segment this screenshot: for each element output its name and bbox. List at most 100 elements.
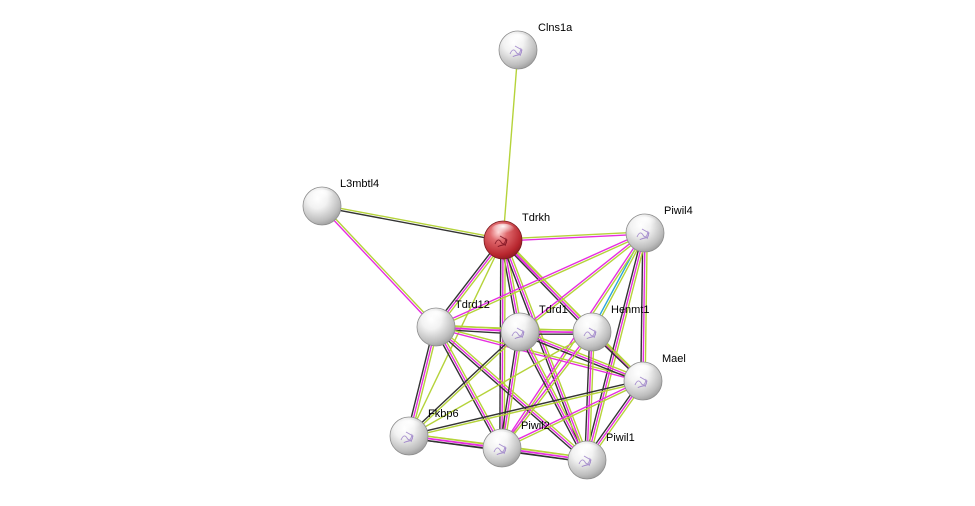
edge-line-experiments (435, 326, 503, 449)
node-highlight (575, 443, 599, 457)
protein-structure-icon (578, 455, 592, 468)
node-piwil2[interactable]: Piwil2 (482, 420, 550, 468)
edge-line-experiments (519, 331, 644, 382)
edge-tdrd12-mael[interactable] (435, 325, 644, 383)
edge-line-coexpression (408, 379, 643, 436)
node-label: Clns1a (538, 22, 573, 34)
edge-line-experiments (501, 379, 643, 448)
node-label: Fkbp6 (428, 408, 459, 420)
edge-line-coexpression (500, 241, 591, 335)
node-l3mbtl4[interactable]: L3mbtl4 (302, 178, 379, 226)
node-highlight (424, 310, 448, 324)
edge-line-experiments (519, 331, 588, 461)
edge-tdrkh-fkbp6[interactable] (408, 239, 504, 437)
node-label: Tdrd1 (539, 304, 568, 316)
node-label: Tdrd12 (455, 299, 490, 311)
protein-structure-icon (400, 431, 414, 444)
node-label: Piwil4 (664, 205, 693, 217)
edge-line-textmining (502, 381, 644, 450)
node-label: Mael (662, 353, 686, 365)
edge-line-textmining (502, 332, 594, 450)
node-label: Piwil1 (606, 432, 635, 444)
edge-line-coexpression (321, 206, 503, 242)
node-label: Piwil2 (521, 420, 550, 432)
edge-clns1a-tdrkh[interactable] (502, 49, 519, 241)
edge-line-textmining (520, 329, 645, 380)
protein-structure-icon (509, 45, 523, 58)
edges-layer (320, 49, 648, 463)
edge-line-textmining (408, 331, 593, 437)
edge-line-textmining (409, 381, 644, 438)
edge-line-experiments (435, 231, 645, 327)
edge-line-coexpression (584, 232, 644, 460)
edge-line-textmining (588, 233, 648, 461)
node-label: L3mbtl4 (340, 178, 379, 190)
edge-line-textmining (521, 330, 590, 460)
edge-tdrd12-piwil2[interactable] (433, 325, 505, 450)
edge-line-coexpression (407, 330, 520, 436)
edge-mael-piwil2[interactable] (501, 379, 644, 450)
node-label: Henmt1 (611, 304, 650, 316)
node-tdrd1[interactable]: Tdrd1 (500, 304, 568, 352)
node-highlight (508, 315, 532, 329)
node-highlight (631, 364, 655, 378)
node-highlight (506, 33, 530, 47)
edge-tdrkh-piwil4[interactable] (502, 231, 646, 242)
protein-structure-icon (493, 443, 507, 456)
edge-line-textmining (644, 233, 648, 382)
edge-piwil4-piwil1[interactable] (584, 232, 648, 461)
edge-tdrd1-mael[interactable] (518, 329, 645, 384)
node-piwil4[interactable]: Piwil4 (625, 205, 693, 253)
edge-line-experiments (435, 327, 643, 383)
edge-line-textmining (409, 332, 522, 438)
edge-line-experiments (500, 232, 645, 448)
edge-tdrd1-piwil2[interactable] (499, 331, 523, 449)
edge-l3mbtl4-tdrd12[interactable] (320, 204, 438, 329)
edge-line-experiments (501, 240, 643, 383)
edge-line-experiments (320, 206, 436, 329)
edge-tdrd1-fkbp6[interactable] (407, 330, 522, 438)
edge-line-textmining (322, 204, 504, 240)
edge-line-coexpression (517, 332, 586, 462)
node-label: Tdrkh (522, 212, 550, 224)
edge-piwil4-piwil2[interactable] (500, 232, 647, 449)
node-mael[interactable]: Mael (623, 353, 686, 401)
edge-line-experiments (502, 239, 588, 461)
edge-mael-fkbp6[interactable] (408, 379, 644, 438)
edge-line-textmining (502, 231, 645, 240)
edge-line-textmining (588, 332, 595, 461)
node-henmt1[interactable]: Henmt1 (572, 304, 650, 352)
node-clns1a[interactable]: Clns1a (498, 22, 573, 70)
edge-line-experiments (642, 232, 646, 382)
protein-structure-icon (494, 235, 508, 248)
edge-line-experiments (501, 331, 521, 449)
edge-tdrd1-piwil1[interactable] (517, 330, 590, 462)
edge-line-experiments (586, 331, 593, 461)
edge-line-experiments (518, 231, 645, 332)
edge-l3mbtl4-tdrkh[interactable] (321, 204, 504, 242)
edge-line-textmining (503, 332, 523, 449)
node-tdrkh[interactable]: Tdrkh (483, 212, 550, 260)
node-piwil1[interactable]: Piwil1 (567, 432, 635, 480)
node-fkbp6[interactable]: Fkbp6 (389, 408, 459, 456)
node-highlight (580, 315, 604, 329)
edge-line-coexpression (640, 232, 644, 381)
edge-piwil4-mael[interactable] (640, 232, 648, 382)
node-highlight (397, 419, 421, 433)
edge-piwil4-tdrd12[interactable] (435, 231, 646, 329)
edge-line-textmining (436, 325, 644, 381)
edge-line-textmining (408, 239, 504, 437)
edge-henmt1-piwil2[interactable] (500, 330, 594, 450)
edge-line-coexpression (518, 333, 643, 384)
edge-henmt1-fkbp6[interactable] (408, 331, 593, 437)
edge-line-textmining (504, 238, 590, 460)
edge-piwil4-tdrd1[interactable] (518, 231, 647, 334)
edge-tdrkh-mael[interactable] (501, 238, 645, 383)
node-tdrd12[interactable]: Tdrd12 (416, 299, 490, 347)
edge-line-textmining (520, 233, 647, 334)
node-highlight (633, 216, 657, 230)
node-highlight (490, 431, 514, 445)
edge-line-textmining (502, 233, 647, 449)
edge-line-experiments (503, 233, 646, 242)
